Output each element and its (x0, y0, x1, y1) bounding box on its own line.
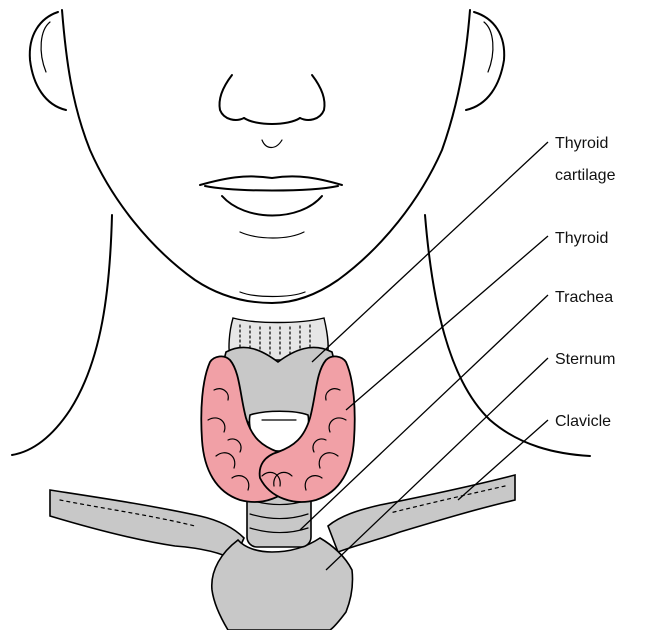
mouth (200, 176, 342, 238)
label-clavicle: Clavicle (555, 413, 611, 430)
left-clavicle (50, 490, 244, 560)
head-outline (62, 10, 470, 303)
label-thyroid-cartilage-line1: Thyroid (555, 135, 608, 152)
nose (220, 75, 325, 148)
label-trachea: Trachea (555, 289, 613, 306)
label-thyroid-cartilage-line2: cartilage (555, 167, 616, 184)
label-thyroid: Thyroid (555, 230, 608, 247)
left-ear (30, 12, 66, 110)
sternum (212, 538, 353, 630)
right-ear (466, 12, 504, 110)
leader-sternum (326, 358, 548, 570)
label-sternum: Sternum (555, 351, 615, 368)
labels: Thyroid cartilage Thyroid Trachea Sternu… (555, 135, 616, 430)
